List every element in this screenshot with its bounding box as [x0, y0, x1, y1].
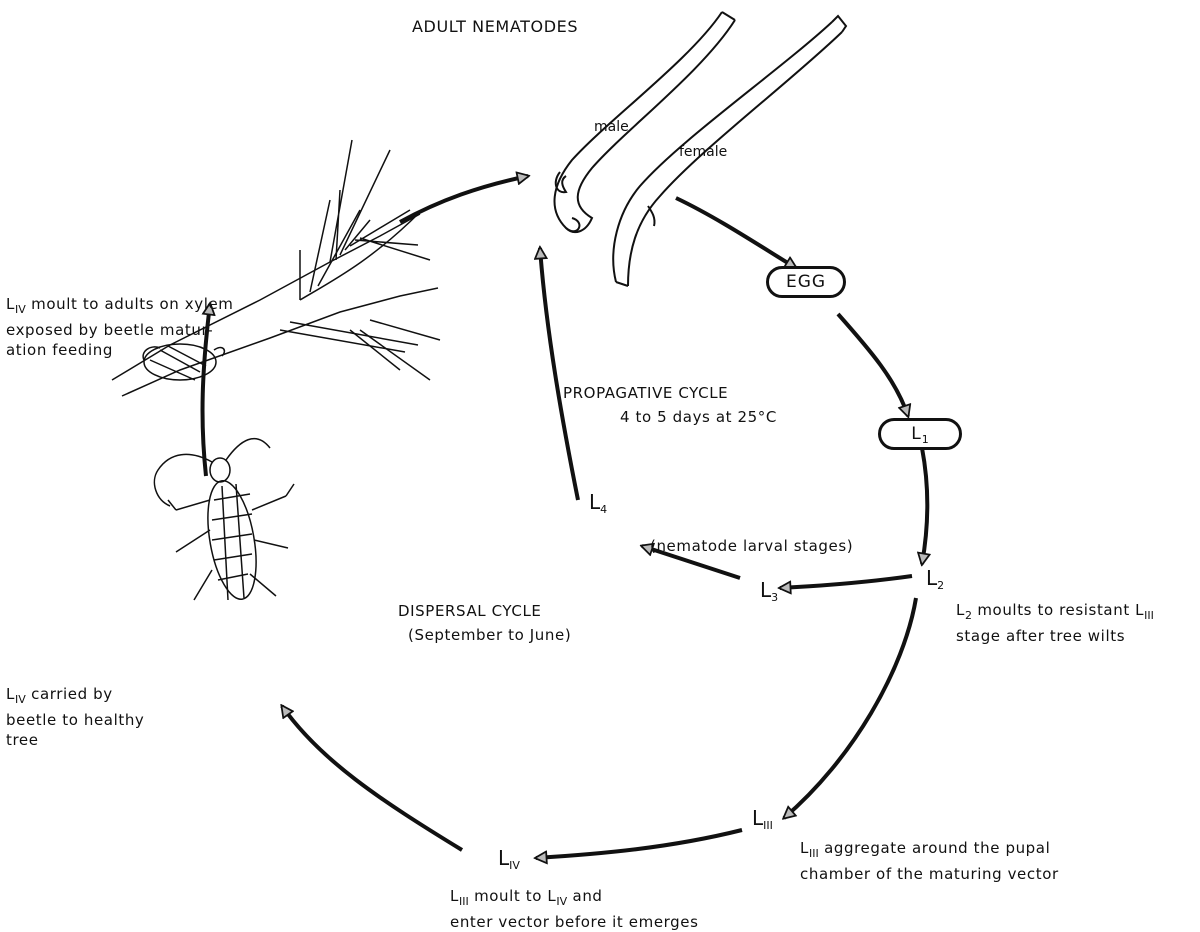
propagative-cycle-duration: 4 to 5 days at 25°C [620, 407, 777, 427]
arrow-l2-to-l3 [780, 576, 912, 588]
lIV-carried-note: LIV carried by beetle to healthy tree [6, 684, 144, 750]
lIII-letter: L [752, 806, 763, 830]
lIV-node: LIV [498, 846, 520, 878]
l4-subscript: 4 [600, 503, 607, 516]
lIV-letter: L [498, 846, 509, 870]
l4-node: L4 [589, 490, 607, 522]
arrow-lIV-to-beetle [282, 706, 462, 850]
arrow-l1-to-l2 [922, 448, 927, 564]
l2-moult-note: L2 moults to resistant LIII stage after … [956, 600, 1154, 646]
diagram-title: ADULT NEMATODES [412, 17, 578, 37]
l1-subscript: 1 [922, 433, 929, 446]
male-label: male [594, 117, 629, 137]
arrow-female-to-egg [676, 198, 796, 268]
female-label: female [679, 142, 727, 162]
male-nematode-drawing [555, 12, 735, 232]
beetle-vector-drawing [154, 439, 294, 603]
female-nematode-drawing [613, 16, 846, 286]
lIV-subscript: IV [509, 859, 520, 872]
l3-letter: L [760, 578, 771, 602]
egg-node: EGG [766, 266, 846, 298]
l2-node: L2 [926, 566, 944, 598]
dispersal-cycle-title: DISPERSAL CYCLE [398, 601, 542, 621]
l3-node: L3 [760, 578, 778, 610]
propagative-cycle-title: PROPAGATIVE CYCLE [563, 383, 728, 403]
dispersal-cycle-period: (September to June) [408, 625, 571, 645]
l3-subscript: 3 [771, 591, 778, 604]
lIII-moult-note: LIII moult to LIV and enter vector befor… [450, 886, 699, 932]
lIII-aggregate-note: LIII aggregate around the pupal chamber … [800, 838, 1059, 884]
larval-stages-note: (nematode larval stages) [650, 536, 853, 556]
l2-letter: L [926, 566, 937, 590]
arrow-l2-to-lIII [784, 598, 916, 818]
l4-letter: L [589, 490, 600, 514]
l2-subscript: 2 [937, 579, 944, 592]
arrow-l4-to-adults [540, 248, 578, 500]
l1-letter: L [911, 424, 921, 444]
lIII-node: LIII [752, 806, 773, 838]
lIV-adults-note: LIV moult to adults on xylem exposed by … [6, 294, 234, 360]
arrow-egg-to-l1 [838, 314, 908, 416]
lIII-subscript: III [763, 819, 773, 832]
arrow-lIII-to-lIV [536, 830, 742, 858]
l1-node: L1 [878, 418, 962, 450]
